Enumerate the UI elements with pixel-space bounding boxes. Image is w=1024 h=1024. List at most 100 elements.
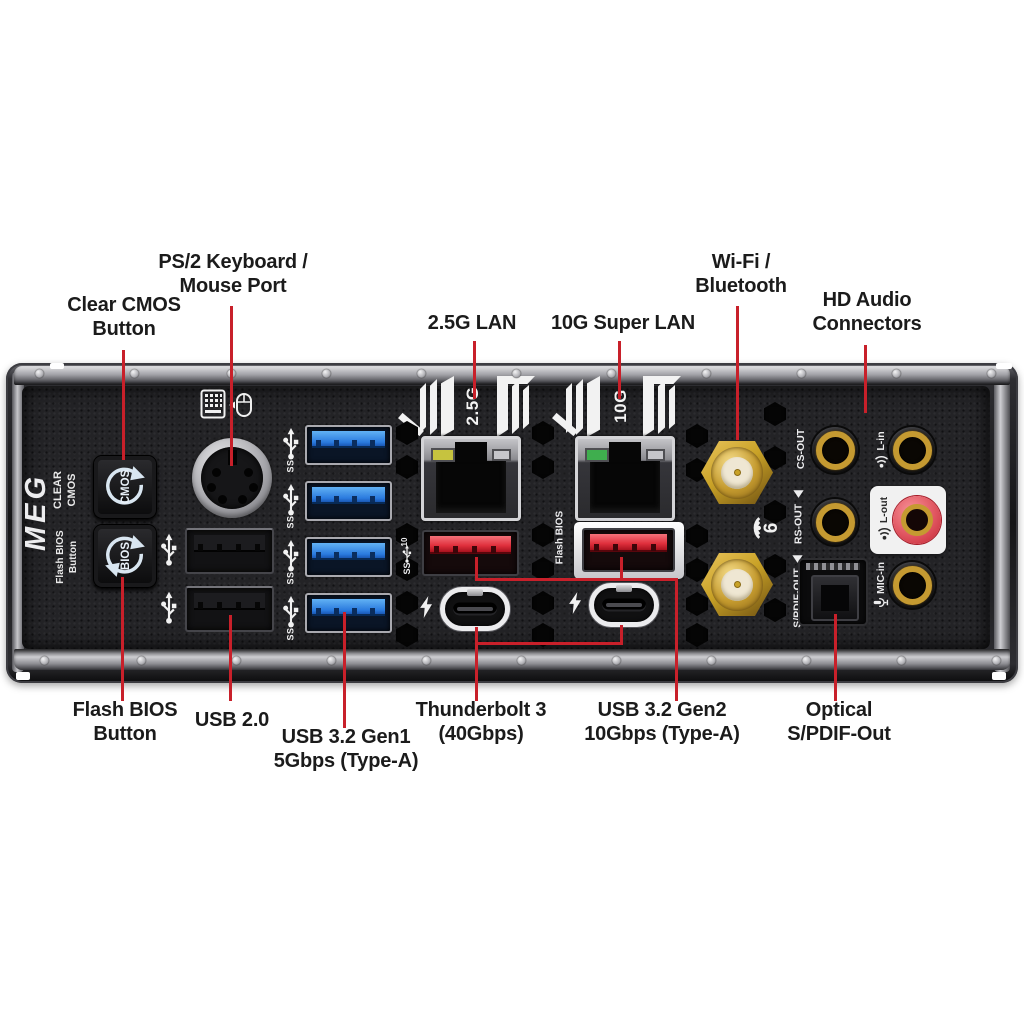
vent-hole xyxy=(764,446,786,470)
flash-bios-button[interactable]: BIOS xyxy=(93,524,157,588)
usb32-gen1-port-3[interactable] xyxy=(305,537,392,577)
leader-line-flash-bios-button xyxy=(121,577,124,701)
vent-hole xyxy=(764,500,786,524)
audio-jack-l-in[interactable] xyxy=(889,427,935,473)
vent-hole xyxy=(686,458,708,482)
wifi-antenna-connector-1[interactable] xyxy=(701,441,773,504)
deco-stripe xyxy=(658,380,665,434)
callout-10g-lan: 10G Super LAN xyxy=(550,312,696,334)
screw xyxy=(992,656,1001,665)
vent-hole xyxy=(532,421,554,445)
deco-stripe xyxy=(643,376,681,384)
leader-line-ps2 xyxy=(230,306,233,466)
vent-hole xyxy=(764,598,786,622)
vent-hole xyxy=(396,523,418,547)
leader-join-red-ports xyxy=(475,578,678,581)
audio-jack-mic-in[interactable] xyxy=(889,562,935,608)
audio-jack-rs-out[interactable] xyxy=(812,499,858,545)
lan-led xyxy=(492,449,511,461)
wifi-antenna-connector-2[interactable] xyxy=(701,553,773,616)
deco-stripe xyxy=(669,385,675,429)
vent-hole xyxy=(764,554,786,578)
lan-led-green xyxy=(585,448,609,462)
deco-stripe xyxy=(587,376,600,437)
deco-stripe xyxy=(512,380,519,434)
lan-port-25g[interactable] xyxy=(421,436,521,521)
vent-hole xyxy=(396,421,418,445)
bracket-right-fold xyxy=(994,372,1010,672)
usb32-gen2-port-1[interactable] xyxy=(422,530,519,576)
leader-line-usb2 xyxy=(229,615,232,701)
callout-usb32-gen2: USB 3.2 Gen2 10Gbps (Type-A) xyxy=(584,699,740,745)
leader-line-optical xyxy=(834,614,837,701)
flash-bios-usb-frame xyxy=(574,522,684,579)
lan-led-yellow xyxy=(431,448,455,462)
audio-label-l-out: L-out xyxy=(874,490,894,548)
audio-jack-cs-out[interactable] xyxy=(812,427,858,473)
vent-hole xyxy=(532,623,554,647)
lan-led xyxy=(646,449,665,461)
leader-stub-red-port-2 xyxy=(620,557,623,581)
thunderbolt3-typec-port-2[interactable] xyxy=(589,583,659,627)
audio-label-mic-in: MIC-in xyxy=(871,553,891,617)
clear-cmos-button-label: CLEAR CMOS xyxy=(52,471,78,509)
bracket-notch xyxy=(16,672,30,680)
callout-clear-cmos: Clear CMOS Button xyxy=(67,294,181,340)
screw xyxy=(612,656,621,665)
thunderbolt-icon xyxy=(569,592,582,614)
screw xyxy=(422,656,431,665)
usb2-port-1[interactable] xyxy=(185,528,274,574)
svg-text:CMOS: CMOS xyxy=(120,469,132,504)
usb-icon xyxy=(160,532,178,568)
vent-hole xyxy=(686,524,708,548)
flash-bios-button-label: Flash BIOS Button xyxy=(55,530,79,584)
thunderbolt3-typec-port-1[interactable] xyxy=(440,587,510,631)
leader-line-clear-cmos xyxy=(122,350,125,460)
cmos-cycle-icon: CMOS xyxy=(102,464,148,510)
usb-icon xyxy=(160,590,178,626)
screw xyxy=(232,656,241,665)
audio-jack-l-out[interactable] xyxy=(893,496,941,544)
screw xyxy=(892,369,901,378)
callout-usb2: USB 2.0 xyxy=(194,709,270,731)
screw xyxy=(137,656,146,665)
usb3-ss-icon: SS xyxy=(281,540,301,592)
deco-stripe xyxy=(643,376,654,437)
leader-line-10g-lan xyxy=(618,341,621,399)
screw xyxy=(40,656,49,665)
clear-cmos-button[interactable]: CMOS xyxy=(93,455,157,519)
screw xyxy=(987,369,996,378)
vent-hole xyxy=(532,557,554,581)
optical-spdif-port[interactable] xyxy=(798,558,868,626)
svg-text:BIOS: BIOS xyxy=(120,542,132,570)
vent-hole xyxy=(396,591,418,615)
deco-stripe xyxy=(497,376,535,384)
screw xyxy=(802,656,811,665)
audio-label-rs-out: RS-OUT xyxy=(792,481,805,553)
callout-ps2: PS/2 Keyboard / Mouse Port xyxy=(158,251,308,297)
deco-stripe xyxy=(566,383,572,433)
thunderbolt-icon xyxy=(420,596,433,618)
usb32-gen2-port-2[interactable] xyxy=(582,528,675,572)
usb3-ss-icon: SS xyxy=(281,596,301,648)
audio-label-l-in: L-in xyxy=(871,422,891,478)
callout-usb32-gen1: USB 3.2 Gen1 5Gbps (Type-A) xyxy=(273,726,419,772)
usb32-gen1-port-2[interactable] xyxy=(305,481,392,521)
line-out-plate xyxy=(870,486,946,554)
bracket-notch xyxy=(996,363,1012,369)
usb32-gen1-port-4[interactable] xyxy=(305,593,392,633)
leader-join-typec-ports xyxy=(475,642,623,645)
usb32-gen1-port-1[interactable] xyxy=(305,425,392,465)
lan-port-10g[interactable] xyxy=(575,436,675,521)
usb-gen2-marking: SS 10 xyxy=(399,537,412,575)
callout-optical: Optical S/PDIF-Out xyxy=(787,699,891,745)
vent-hole xyxy=(396,623,418,647)
vent-hole xyxy=(686,424,708,448)
leader-line-thunderbolt3 xyxy=(475,627,478,701)
bios-cycle-icon: BIOS xyxy=(102,533,148,579)
vent-hole xyxy=(686,623,708,647)
screw xyxy=(327,656,336,665)
lan-25g-badge: 2.5G xyxy=(463,386,482,426)
callout-wifi: Wi-Fi / Bluetooth xyxy=(695,251,787,297)
